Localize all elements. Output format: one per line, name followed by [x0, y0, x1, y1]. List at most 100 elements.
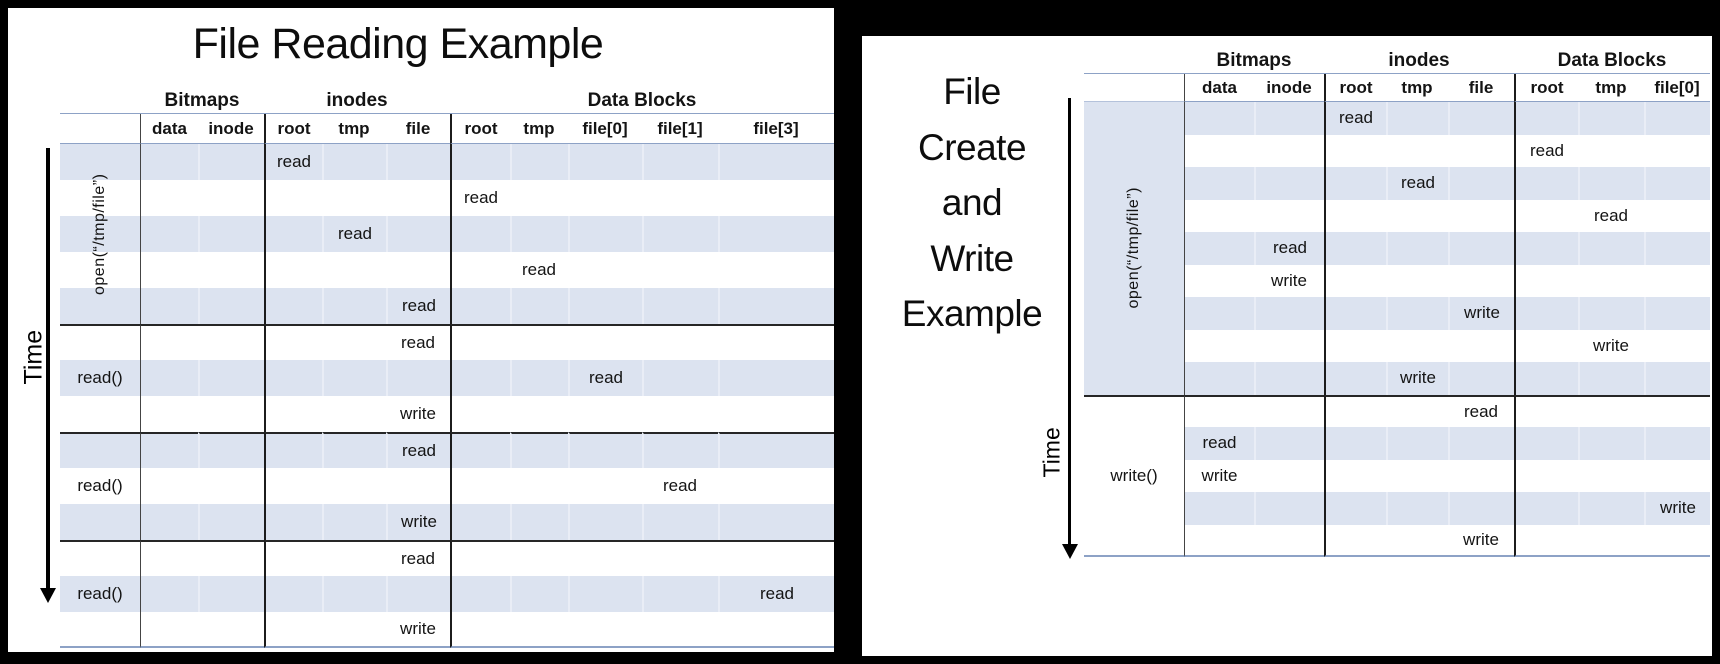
empty-cell	[718, 216, 834, 252]
empty-cell	[198, 468, 264, 504]
empty-cell	[264, 432, 322, 468]
op-cell: read	[1386, 167, 1448, 200]
empty-cell	[450, 432, 510, 468]
empty-cell	[450, 540, 510, 576]
row-label-cell	[60, 576, 140, 612]
empty-cell	[322, 576, 386, 612]
empty-cell	[140, 468, 198, 504]
empty-cell	[1324, 297, 1386, 330]
empty-cell	[1644, 232, 1710, 265]
empty-cell	[1254, 297, 1324, 330]
empty-cell	[1644, 265, 1710, 298]
empty-cell	[1514, 232, 1578, 265]
empty-cell	[1324, 394, 1386, 427]
empty-cell	[322, 288, 386, 324]
empty-cell	[718, 540, 834, 576]
column-header: inode	[198, 114, 264, 144]
empty-cell	[510, 216, 568, 252]
op-cell: write	[1593, 335, 1629, 355]
column-group-header: Data Blocks	[1514, 48, 1710, 74]
op-cell: read	[1593, 205, 1629, 225]
empty-cell	[140, 432, 198, 468]
empty-cell	[718, 324, 834, 360]
empty-cell	[322, 504, 386, 540]
empty-cell	[198, 396, 264, 432]
column-header: data	[1184, 74, 1254, 102]
row-label-cell	[60, 504, 140, 540]
empty-cell	[1254, 330, 1324, 363]
column-header: tmp	[322, 114, 386, 144]
column-header: root	[1514, 74, 1578, 102]
empty-cell	[1254, 525, 1324, 557]
empty-cell	[1324, 264, 1386, 297]
empty-cell	[322, 180, 386, 216]
empty-cell	[718, 144, 834, 180]
empty-cell	[264, 504, 322, 540]
empty-cell	[1324, 492, 1386, 525]
right-title-line: Write	[930, 237, 1014, 279]
empty-cell	[510, 360, 568, 396]
op-cell: read	[718, 576, 834, 612]
empty-cell	[1448, 492, 1514, 525]
op-cell: read	[386, 324, 450, 360]
empty-cell	[1448, 265, 1514, 298]
empty-cell	[198, 612, 264, 648]
empty-cell	[1514, 362, 1578, 395]
empty-cell	[264, 540, 322, 576]
right-title-line: Example	[901, 293, 1043, 334]
row-group-label: write()	[1084, 394, 1184, 557]
op-cell: read	[264, 144, 322, 180]
right-title-line: and	[941, 182, 1003, 223]
empty-cell	[264, 396, 322, 432]
empty-cell	[1578, 135, 1644, 168]
op-cell: read	[322, 216, 386, 252]
column-header: inode	[1254, 74, 1324, 102]
empty-cell	[1448, 232, 1514, 265]
empty-cell	[642, 396, 718, 432]
empty-cell	[1448, 167, 1514, 200]
row-label-cell	[60, 612, 140, 648]
empty-cell	[1254, 492, 1324, 525]
empty-cell	[1254, 102, 1324, 135]
empty-cell	[322, 396, 386, 432]
column-header: root	[264, 114, 322, 144]
empty-cell	[718, 612, 834, 648]
column-header: file	[1448, 74, 1514, 102]
empty-cell	[642, 252, 718, 288]
empty-cell	[1184, 264, 1254, 297]
column-group-header: inodes	[1324, 48, 1514, 74]
empty-cell	[1254, 460, 1324, 493]
empty-cell	[140, 576, 198, 612]
column-group-header: inodes	[264, 88, 450, 114]
empty-cell	[140, 288, 198, 324]
empty-cell	[140, 144, 198, 180]
right-time-arrow-head	[1061, 544, 1078, 559]
empty-cell	[450, 324, 510, 360]
op-cell: read	[1448, 394, 1514, 428]
empty-cell	[568, 396, 642, 432]
op-cell: read	[450, 180, 510, 216]
empty-cell	[1578, 297, 1644, 330]
empty-cell	[264, 252, 322, 288]
left-time-arrow-head	[40, 588, 56, 603]
empty-cell	[450, 612, 510, 648]
empty-cell	[322, 360, 386, 396]
file-create-write-example-card: File Create and Write Example Time Bitma…	[862, 36, 1712, 656]
op-cell: read	[568, 360, 642, 396]
empty-cell	[510, 612, 568, 648]
row-group-label: read()	[77, 584, 123, 603]
right-title-line: Create	[917, 126, 1027, 168]
empty-cell	[1448, 200, 1514, 233]
op-cell: read	[386, 288, 450, 324]
empty-cell	[450, 216, 510, 252]
empty-cell	[1386, 232, 1448, 265]
op-cell: write	[1271, 270, 1307, 290]
empty-cell	[386, 360, 450, 396]
empty-cell	[568, 540, 642, 576]
empty-cell	[510, 180, 568, 216]
empty-cell	[140, 252, 198, 288]
op-cell: read	[386, 540, 450, 576]
empty-cell	[1184, 134, 1254, 167]
empty-cell	[386, 576, 450, 612]
empty-cell	[1578, 362, 1644, 395]
